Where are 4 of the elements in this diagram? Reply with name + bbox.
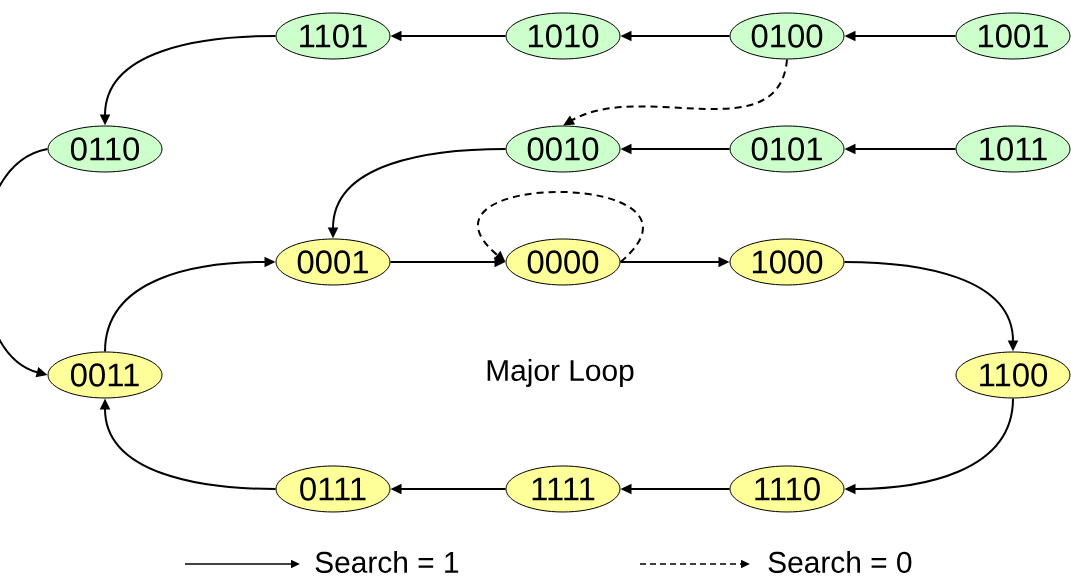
- arrow: [477, 190, 644, 263]
- legend-text: Search = 1: [315, 551, 459, 573]
- loop-label: Major Loop: [487, 359, 634, 387]
- legend-text: Search = 0: [768, 551, 912, 573]
